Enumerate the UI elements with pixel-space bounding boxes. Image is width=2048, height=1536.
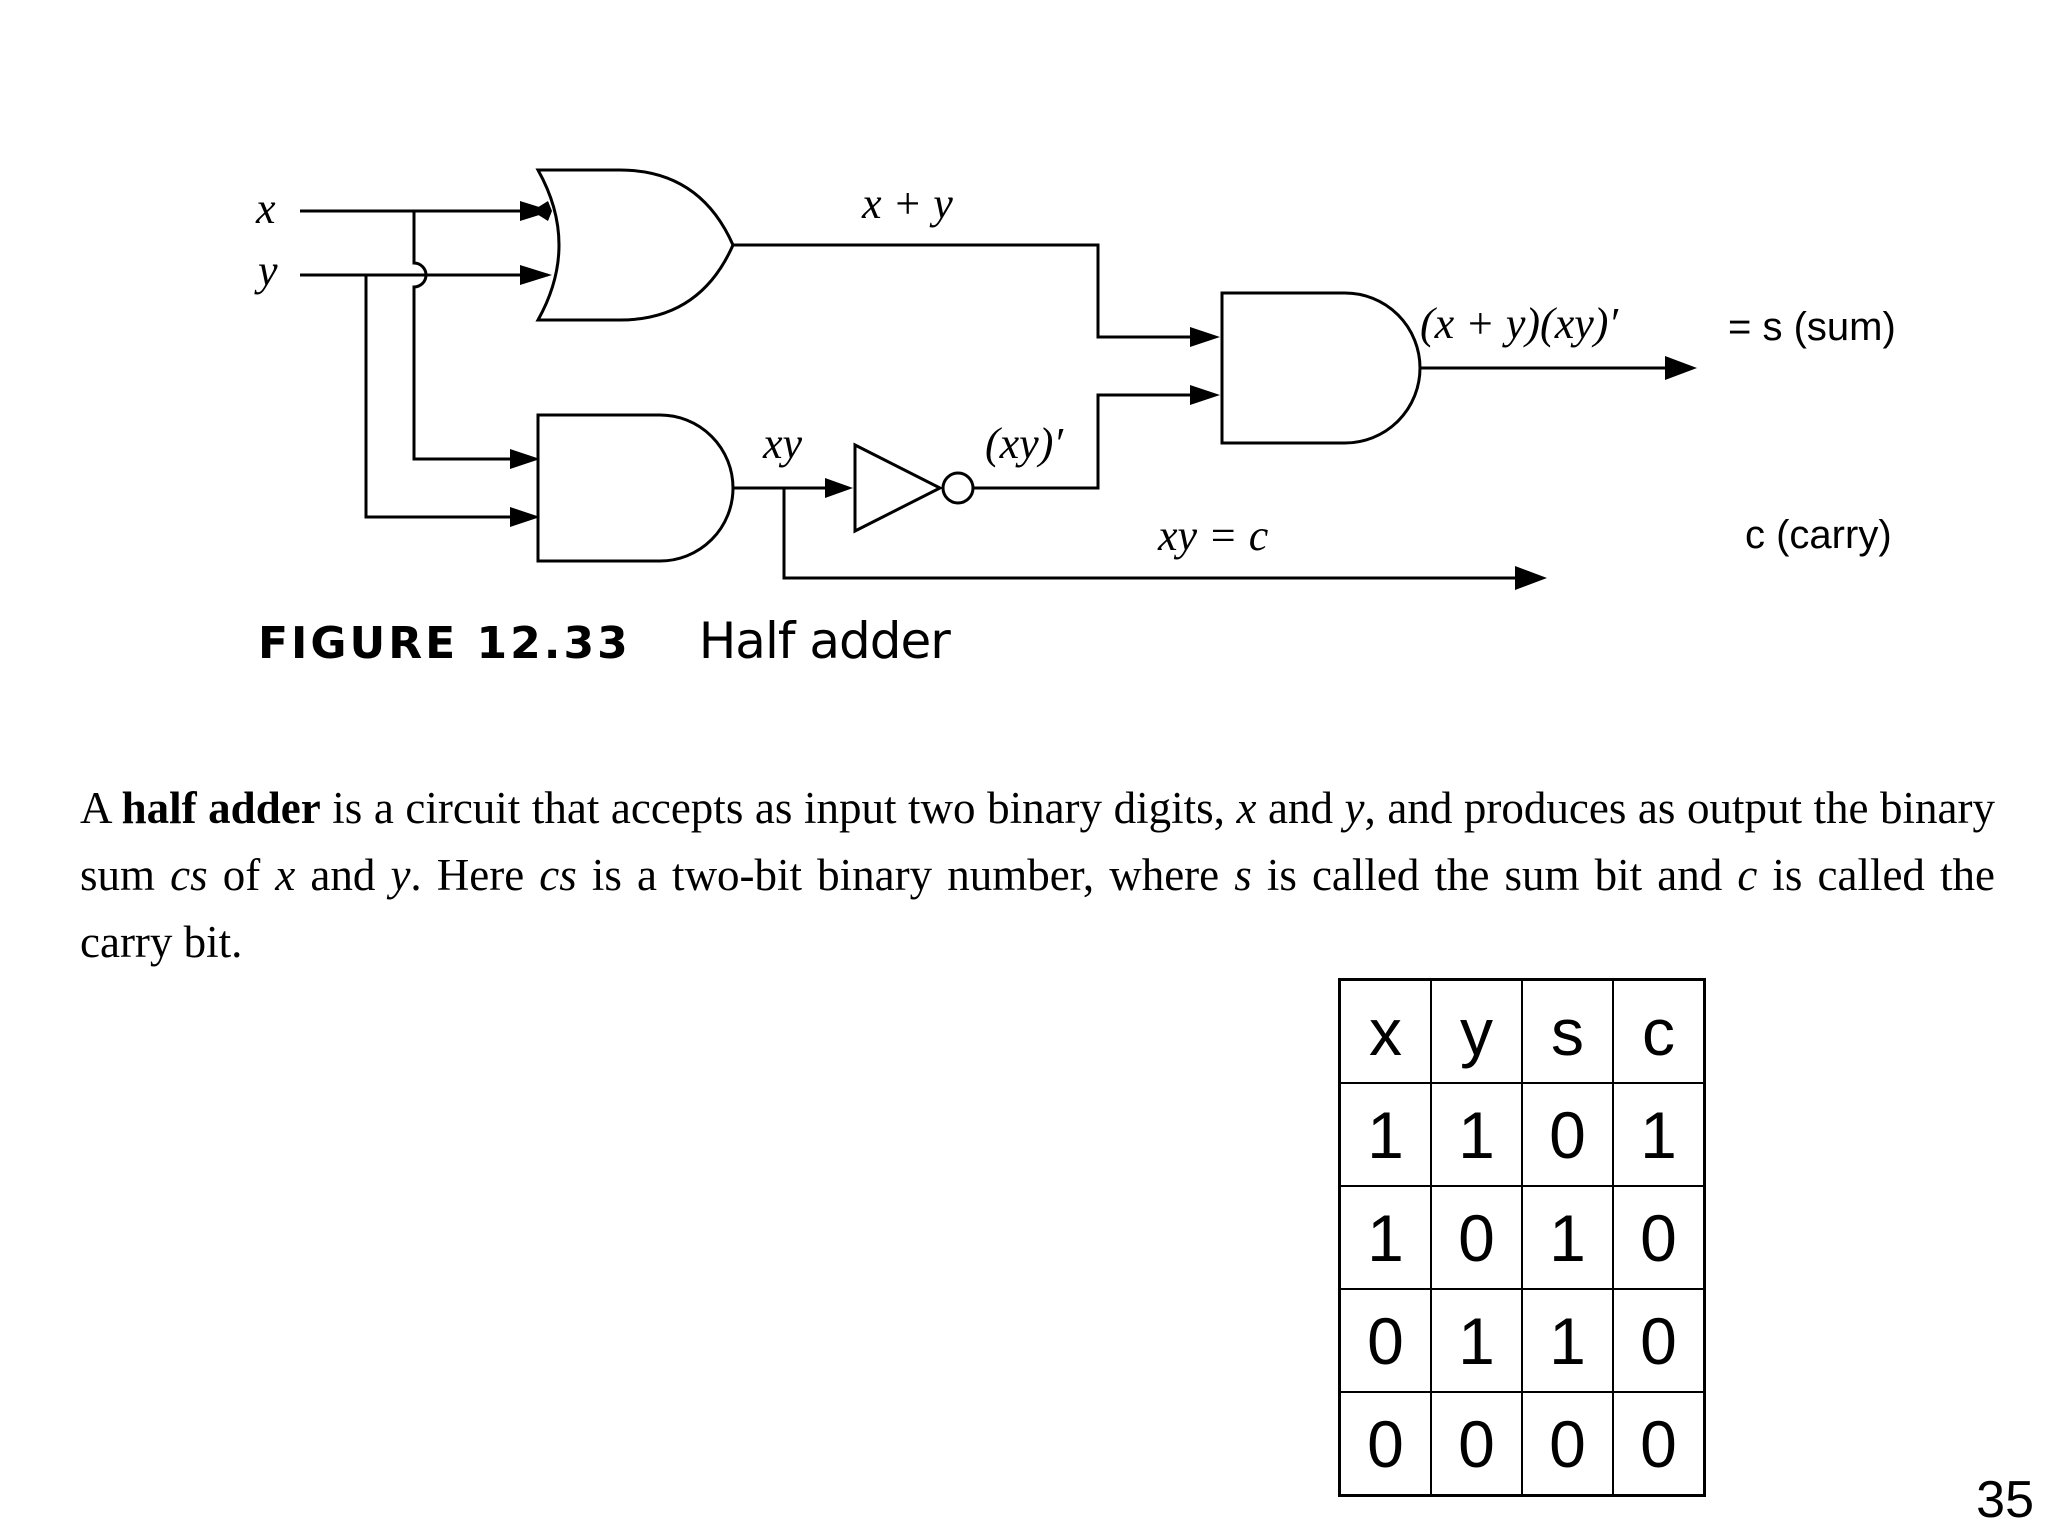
table-cell: 0 [1521, 1391, 1614, 1497]
text-run: is called the sum bit and [1251, 850, 1738, 900]
label-sum-note: = s (sum) [1728, 305, 1896, 349]
and-gate-sum [1220, 291, 1422, 445]
table-cell: 0 [1612, 1185, 1706, 1290]
figure-title: Half adder [698, 612, 951, 670]
text-run: A [80, 783, 122, 833]
label-input-x: x [255, 184, 276, 233]
label-and-output: xy [762, 419, 803, 468]
var-cs: cs [539, 850, 577, 900]
var-x: x [275, 850, 296, 900]
var-c: c [1737, 850, 1758, 900]
or-gate [535, 168, 735, 322]
var-x: x [1236, 783, 1257, 833]
text-run: of [207, 850, 276, 900]
header-cell: y [1430, 978, 1523, 1084]
table-cell: 0 [1430, 1185, 1523, 1290]
table-cell: 1 [1612, 1082, 1706, 1187]
table-cell: 1 [1338, 1082, 1432, 1187]
var-y: y [1344, 783, 1365, 833]
label-carry-note: c (carry) [1745, 513, 1892, 557]
label-not-output: (xy)′ [985, 419, 1064, 468]
table-cell: 0 [1338, 1391, 1432, 1497]
wire-or-output [733, 243, 1210, 339]
wire-x-branch [412, 211, 535, 461]
var-y: y [390, 850, 411, 900]
text-run: is a two-bit binary number, where [576, 850, 1235, 900]
var-s: s [1234, 850, 1252, 900]
table-cell: 1 [1430, 1082, 1523, 1187]
figure-caption: FIGURE 12.33 Half adder [258, 612, 951, 670]
table-cell: 1 [1430, 1288, 1523, 1393]
table-row: 0 0 0 0 [1338, 1391, 1706, 1497]
wire-carry-output [782, 488, 1530, 580]
term-half-adder: half adder [121, 783, 321, 833]
label-or-output: x + y [861, 179, 953, 228]
table-cell: 0 [1338, 1288, 1432, 1393]
header-cell: s [1521, 978, 1614, 1084]
page-number: 35 [1976, 1471, 2034, 1529]
text-run: is a circuit that accepts as input two b… [320, 783, 1237, 833]
text-run: is called the carry bit. [80, 850, 1995, 967]
var-cs: cs [170, 850, 208, 900]
not-gate [853, 442, 944, 534]
truth-table: x y s c 1 1 0 1 1 0 1 0 0 1 1 0 0 0 0 0 [1338, 978, 1706, 1497]
text-run: , and produces as output the binary sum [80, 783, 1996, 900]
table-cell: 1 [1521, 1185, 1614, 1290]
header-cell: c [1612, 978, 1706, 1084]
table-row: 1 0 1 0 [1338, 1185, 1706, 1290]
table-row: 1 1 0 1 [1338, 1082, 1706, 1187]
header-cell: x [1338, 978, 1432, 1084]
not-gate-bubble [941, 471, 975, 505]
wire-y-branch [364, 275, 535, 519]
text-run: and [295, 850, 391, 900]
label-input-y: y [254, 246, 278, 295]
label-final-expression: (x + y)(xy)′ [1420, 299, 1619, 348]
text-run: and [1256, 783, 1345, 833]
label-carry-expression: xy = c [1157, 511, 1269, 560]
table-header-row: x y s c [1338, 978, 1706, 1084]
table-cell: 1 [1338, 1185, 1432, 1290]
table-cell: 0 [1521, 1082, 1614, 1187]
description-paragraph: A half adder is a circuit that accepts a… [80, 775, 1995, 976]
table-cell: 0 [1430, 1391, 1523, 1497]
and-gate-xy [536, 413, 735, 563]
table-cell: 0 [1612, 1391, 1706, 1497]
text-run: . Here [410, 850, 540, 900]
table-cell: 0 [1612, 1288, 1706, 1393]
table-cell: 1 [1521, 1288, 1614, 1393]
figure-label: FIGURE 12.33 [258, 618, 631, 669]
wire-not-output [973, 393, 1210, 490]
table-row: 0 1 1 0 [1338, 1288, 1706, 1393]
half-adder-circuit-diagram: x y x + y xy (xy)′ (x + y)(xy)′ = s (sum… [254, 168, 1896, 590]
